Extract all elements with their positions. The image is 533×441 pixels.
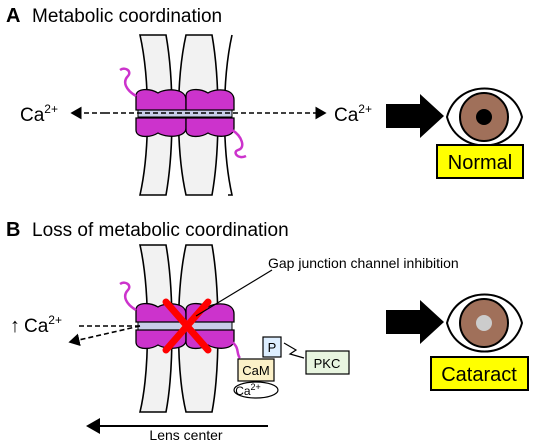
ca-ion-right: Ca2+: [334, 102, 372, 126]
panel-a-connexons: [119, 67, 247, 159]
block-cross-icon: [162, 298, 212, 354]
eye-cataract-icon: [445, 293, 524, 353]
panel-b-title: Loss of metabolic coordination: [32, 220, 289, 241]
eye-normal-icon: [445, 87, 524, 147]
connexon-bottom-right: [185, 117, 235, 138]
phospho-label: P: [268, 340, 277, 355]
panel-a: A Metabolic coordination Ca2+ Ca2+: [6, 5, 524, 196]
panel-b: B Loss of metabolic coordination Gap jun…: [6, 219, 529, 441]
connexin-tail-right: [231, 128, 247, 159]
ca-dash-b-2: [68, 325, 141, 347]
connexon-bottom-left: [135, 117, 187, 138]
ca-up-arrow-icon: ↑: [10, 315, 20, 337]
panel-b-letter: B: [6, 219, 20, 241]
connexon-top-right: [185, 88, 235, 111]
cataract-label: Cataract: [441, 364, 517, 386]
cam-ca-ion: Ca2+: [235, 382, 261, 398]
connexin-b-tail-right: [231, 341, 241, 359]
zigzag-icon: [283, 342, 305, 359]
phospho-box: [262, 336, 282, 358]
annotation-text: Gap junction channel inhibition: [268, 255, 459, 271]
panel-a-letter: A: [6, 5, 20, 27]
lens-center-label: Lens center: [149, 427, 222, 441]
connexon-top-left: [135, 88, 187, 111]
pkc-box: [305, 350, 350, 375]
cam-ca-ellipse: [233, 381, 279, 399]
cataract-label-box: [430, 356, 529, 391]
ca-ion-b-left: Ca2+: [24, 313, 62, 337]
annotation-leader: [195, 269, 273, 317]
outcome-arrow-b: [386, 300, 444, 344]
panel-a-title: Metabolic coordination: [32, 6, 222, 27]
connexin-b-tail-left: [119, 281, 137, 312]
cam-label: CaM: [242, 363, 269, 378]
cam-box: [237, 358, 275, 382]
pkc-label: PKC: [314, 356, 341, 371]
normal-label-box: [436, 144, 524, 179]
outcome-arrow-a: [386, 94, 444, 138]
normal-label: Normal: [448, 152, 512, 174]
ca-ion-left: Ca2+: [20, 102, 58, 126]
connexin-tail-left: [119, 67, 137, 98]
